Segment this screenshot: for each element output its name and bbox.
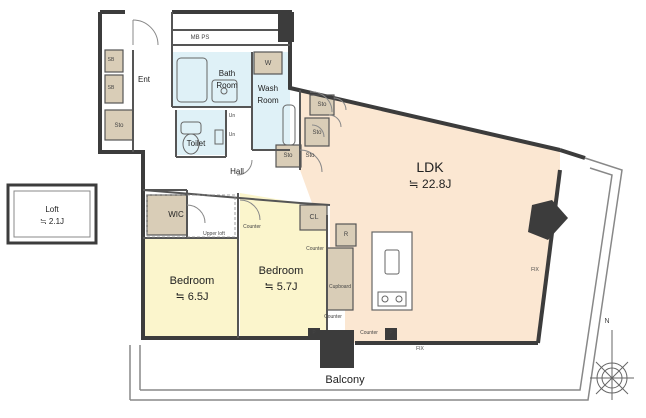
bedroom-left-area: ≒ 6.5J (175, 291, 209, 303)
balcony (129, 157, 623, 401)
ent-label: Ent (137, 75, 151, 84)
bath-label-1: Bath (218, 69, 236, 78)
balcony-label: Balcony (325, 374, 365, 386)
toilet-label: Toilet (186, 139, 206, 148)
loft-label: Loft (45, 205, 59, 214)
storage-fill (336, 224, 356, 246)
ldk-area: ≒ 22.8J (408, 177, 452, 191)
walls (98, 10, 586, 345)
wic-label: WIC (168, 210, 184, 219)
pipe-label-1: P (312, 330, 316, 336)
wash-floor (252, 52, 290, 150)
fix-window-label-1: FIX (531, 267, 539, 273)
counter-label-1: Counter (243, 224, 261, 230)
washer-label: W (264, 60, 272, 67)
ldk-floor (300, 90, 560, 343)
sto-top-label: Sto (317, 102, 327, 108)
sto-low-label: Sto (305, 153, 315, 159)
sb-label-1: SB (107, 57, 115, 63)
storage-fill (305, 118, 329, 146)
sto-mid-label: Sto (312, 130, 322, 136)
closet-label: CL (309, 214, 319, 221)
bedroom-left-label: Bedroom (169, 275, 215, 287)
counter-label-4: Counter (360, 330, 378, 336)
wash-label-2: Room (257, 96, 279, 105)
bedroom-left-floor (143, 238, 238, 338)
ldk-label: LDK (416, 159, 444, 175)
storage-fill (300, 205, 327, 230)
upper-loft-label: Upper loft (203, 231, 225, 237)
storage-fill (254, 52, 282, 74)
sb-label-2: SB (107, 85, 115, 91)
bedroom-right-label: Bedroom (258, 265, 304, 277)
pipe-label-2: P (389, 330, 393, 336)
hall-label: Hall (230, 167, 244, 176)
storage-fill (147, 195, 187, 235)
loft (6, 183, 98, 245)
storage-fill (327, 248, 353, 310)
pillars (278, 12, 568, 368)
compass-icon (590, 330, 634, 400)
sto-hall-label: Sto (283, 153, 293, 159)
storage-fill (105, 110, 133, 140)
cupboard-label: Cupboard (329, 284, 351, 290)
un-label-1: Un (228, 113, 236, 119)
mb-ps-label: MB PS (190, 35, 210, 41)
refrigerator-label: R (343, 232, 349, 238)
bedroom-right-area: ≒ 5.7J (264, 281, 298, 293)
storage-fill (105, 75, 123, 103)
wash-label-1: Wash (257, 84, 279, 93)
fix-window-label-2: FIX (416, 346, 424, 352)
bath-fixtures (176, 57, 296, 155)
kitchen-island (371, 231, 413, 311)
storage-fill (105, 50, 123, 72)
bath-label-2: Room (216, 81, 238, 90)
north-label: N (604, 318, 610, 325)
counter-label-3: Counter (324, 314, 342, 320)
doors (132, 19, 347, 224)
loft-area: ≒ 2.1J (39, 217, 65, 226)
un-label-2: Un (228, 132, 236, 138)
counter-label-2: Counter (306, 246, 324, 252)
sto-ent-label: Sto (114, 123, 124, 129)
